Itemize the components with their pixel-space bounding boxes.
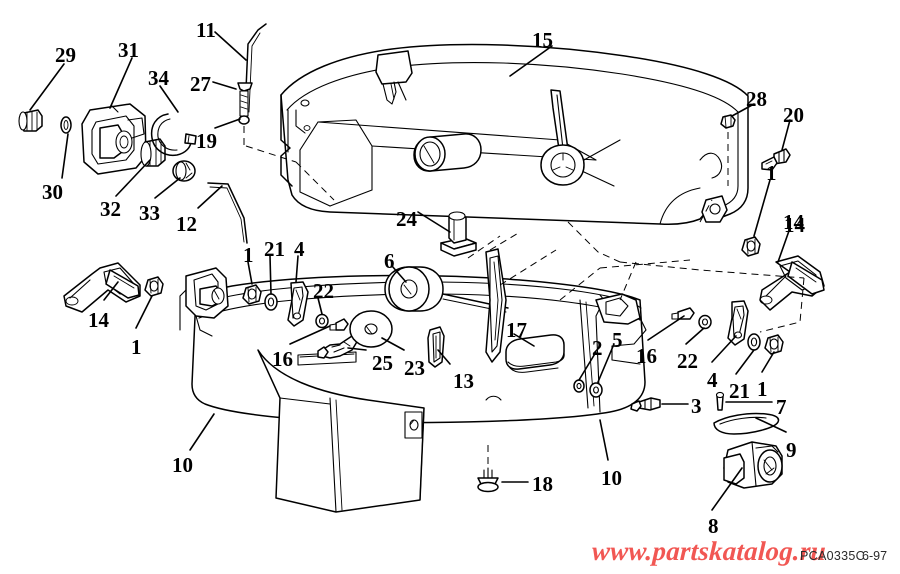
part-33-bushing <box>172 160 196 182</box>
callout-number-28: 28 <box>746 87 767 111</box>
part-2-washer <box>573 379 585 393</box>
callout-number-20: 20 <box>783 103 804 127</box>
callout-number-1: 1 <box>757 377 768 401</box>
callout-number-18: 18 <box>532 472 553 496</box>
part-19-grommet <box>238 115 250 146</box>
callout-number-16: 16 <box>272 347 293 371</box>
part-22-washer-a <box>315 313 329 329</box>
part-34-spring-clip <box>150 113 197 157</box>
part-8-latch-housing <box>723 441 783 489</box>
part-12-rod <box>207 182 248 244</box>
callout-number-10: 10 <box>601 466 622 490</box>
part-1-nut-a <box>242 284 262 305</box>
callout-number-27: 27 <box>190 72 211 96</box>
part-11-rod <box>244 23 267 113</box>
part-5-washer <box>589 382 603 398</box>
part-16-screw-a <box>329 318 349 331</box>
callout-number-3: 3 <box>691 394 702 418</box>
part-21-washer-a <box>264 293 278 311</box>
callout-number-32: 32 <box>100 197 121 221</box>
part-16-screw-b <box>671 307 695 320</box>
callout-number-33: 33 <box>139 201 160 225</box>
callout-number-21: 21 <box>264 237 285 261</box>
part-1-nut-right <box>741 236 761 257</box>
part-29-bushing <box>18 109 43 132</box>
cowl-tube-boss <box>413 133 482 172</box>
callout-number-23: 23 <box>404 356 425 380</box>
part-18-drain-plug <box>477 445 499 493</box>
callout-number-15: 15 <box>532 28 553 52</box>
callout-number-1: 1 <box>243 243 254 267</box>
part-15-upper-cowl-support <box>280 43 749 225</box>
part-32-bushing <box>140 138 166 167</box>
part-24-bracket-stud <box>440 211 477 257</box>
callout-number-22: 22 <box>677 349 698 373</box>
callout-number-1: 1 <box>766 161 777 185</box>
cowl-center-rib <box>485 248 507 363</box>
part-21-washer-b <box>747 333 761 351</box>
callout-leaders <box>29 31 791 511</box>
part-28-nut <box>720 114 736 186</box>
callout-number-5: 5 <box>612 328 623 352</box>
part-9-seal-strip <box>713 412 780 435</box>
part-14-handle-right <box>759 255 825 311</box>
callout-number-6: 6 <box>384 249 395 273</box>
part-1-nut-c <box>764 334 784 355</box>
callout-number-14: 14 <box>88 308 109 332</box>
callout-number-14: 14 <box>783 210 804 234</box>
part-4-latch-plate-b <box>727 300 749 346</box>
drawing-code: PCA0335C <box>800 549 865 563</box>
part-23-disc-spacer <box>349 310 393 348</box>
part-31-bracket-block <box>81 103 147 175</box>
part-22-washer-b <box>698 314 712 330</box>
callout-number-10: 10 <box>172 453 193 477</box>
callout-number-24: 24 <box>396 207 417 231</box>
callout-number-8: 8 <box>708 514 719 538</box>
callout-number-22: 22 <box>313 279 334 303</box>
callout-number-11: 11 <box>196 18 216 42</box>
callout-number-4: 4 <box>294 237 305 261</box>
part-6-bushing-mount <box>384 266 509 313</box>
callout-number-34: 34 <box>148 66 169 90</box>
part-27-screw-assembly <box>237 82 253 117</box>
part-30-o-ring <box>60 116 72 134</box>
callout-number-30: 30 <box>42 180 63 204</box>
callout-number-7: 7 <box>776 395 787 419</box>
callout-number-4: 4 <box>707 368 718 392</box>
callout-number-12: 12 <box>176 212 197 236</box>
part-14-handle-left <box>63 262 141 313</box>
revision-date: 6-97 <box>862 549 888 563</box>
part-10-lower-cowl <box>191 274 647 513</box>
callout-number-1: 1 <box>131 335 142 359</box>
callout-number-9: 9 <box>786 438 797 462</box>
part-3-screw <box>630 397 661 412</box>
callout-number-21: 21 <box>729 379 750 403</box>
assembly-dashed-guides <box>245 145 805 333</box>
cowl-left-bracket <box>179 267 229 337</box>
callout-number-17: 17 <box>506 318 527 342</box>
callout-number-31: 31 <box>118 38 139 62</box>
part-4-latch-plate-a <box>287 281 309 327</box>
part-25-shoulder-bolt <box>317 335 359 359</box>
callout-number-2: 2 <box>592 336 603 360</box>
callout-number-19: 19 <box>196 129 217 153</box>
callout-number-16: 16 <box>636 344 657 368</box>
callout-number-25: 25 <box>372 351 393 375</box>
part-13-clip <box>427 326 445 368</box>
part-17-pad <box>505 334 565 373</box>
callout-number-13: 13 <box>453 369 474 393</box>
callout-number-14: 14 <box>784 213 805 237</box>
part-1-nut-left <box>144 276 164 297</box>
callout-number-29: 29 <box>55 43 76 67</box>
part-7-pin <box>715 391 725 411</box>
part-20-bolt <box>761 148 791 171</box>
